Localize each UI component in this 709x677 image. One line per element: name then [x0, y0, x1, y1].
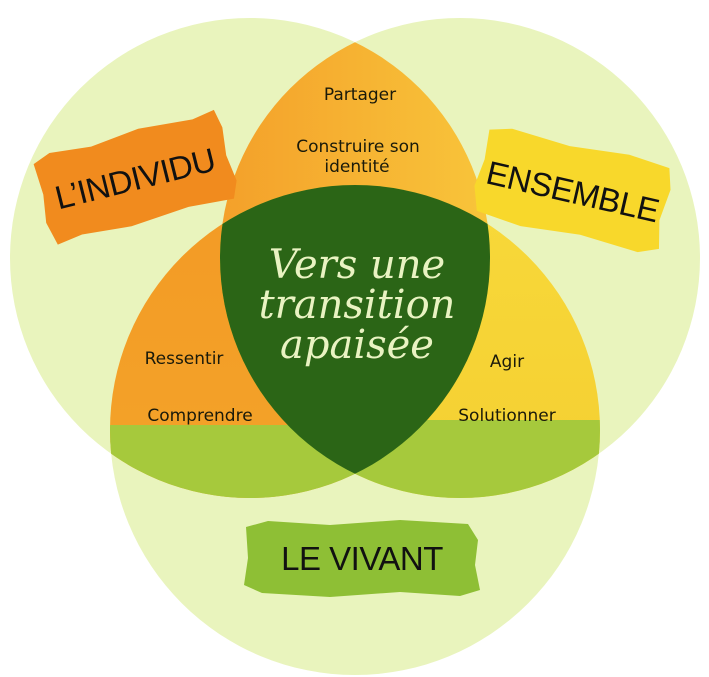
overlap-top-line3: identité [324, 157, 389, 177]
label-vivant-text: LE VIVANT [281, 540, 443, 577]
overlap-right-line2: Solutionner [458, 406, 555, 426]
overlap-left-line1: Ressentir [145, 349, 224, 369]
center-overlap [220, 185, 490, 498]
label-vivant: LE VIVANT [244, 520, 480, 597]
center-title: Vers une transition apaisée [259, 242, 456, 368]
overlap-top-line2: Construire son [296, 137, 420, 157]
center-title-line1: Vers une [269, 242, 445, 288]
overlap-left-line2: Comprendre [147, 406, 252, 426]
label-ensemble: ENSEMBLE [474, 128, 671, 253]
center-title-line2: transition [259, 282, 456, 328]
center-title-line3: apaisée [280, 322, 434, 368]
overlap-top-line1: Partager [324, 85, 396, 105]
overlap-right-line1: Agir [490, 352, 524, 372]
label-individu: L’INDIVIDU [33, 109, 237, 245]
